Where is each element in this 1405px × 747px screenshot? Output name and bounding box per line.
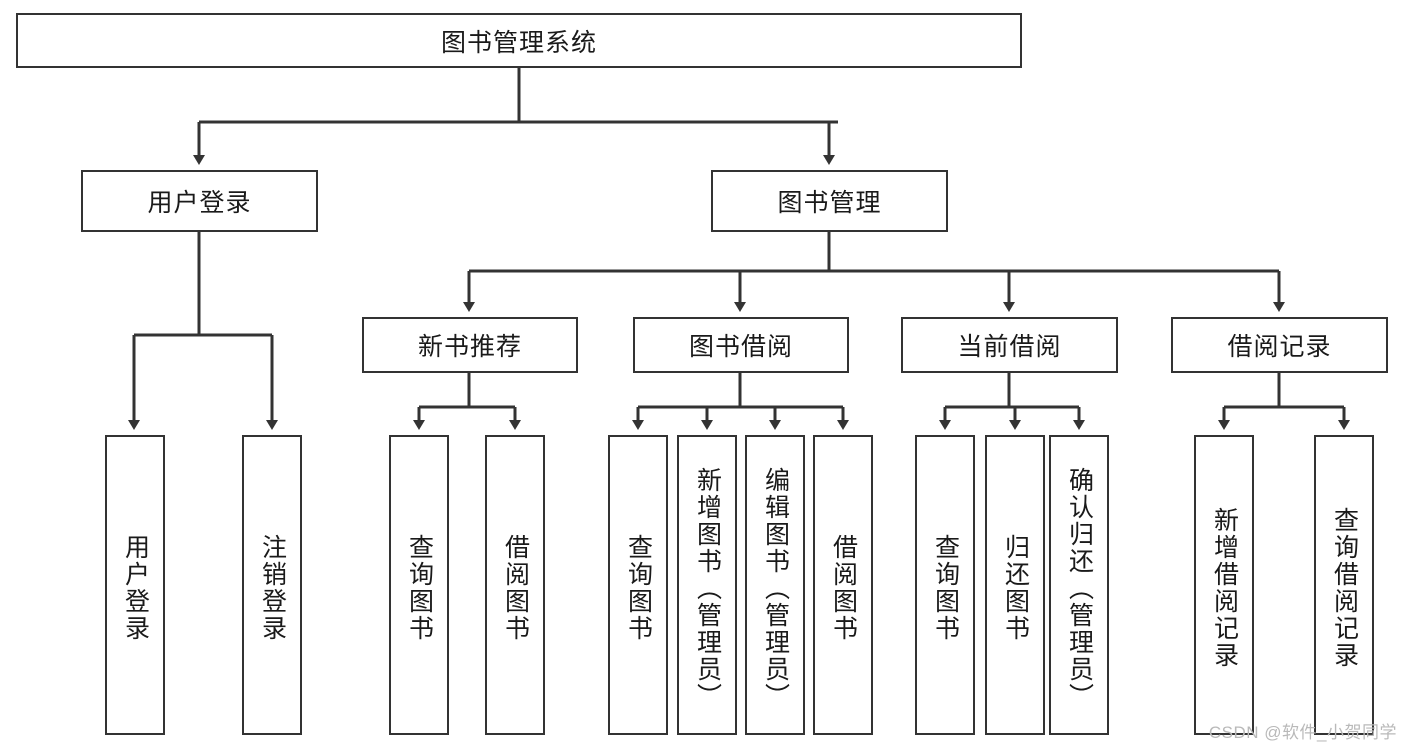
node-book-manage[interactable]: 图书管理 — [711, 170, 948, 232]
node-borrow-record[interactable]: 借阅记录 — [1171, 317, 1388, 373]
edge-group-book-manage — [463, 232, 1285, 312]
node-leaf-confirm-return-label: 确认归还（管理员） — [1065, 466, 1094, 710]
node-current-borrow-label: 当前借阅 — [957, 333, 1062, 361]
node-leaf-query-record[interactable]: 查询借阅记录 — [1314, 435, 1374, 735]
node-leaf-add-record-label: 新增借阅记录 — [1210, 507, 1239, 669]
edge-group-new-book-rec — [413, 373, 521, 430]
node-leaf-query-book-cur[interactable]: 查询图书 — [915, 435, 975, 735]
node-leaf-borrow-book-rec[interactable]: 借阅图书 — [485, 435, 545, 735]
node-leaf-user-logout[interactable]: 注销登录 — [242, 435, 302, 735]
edge-group-book-borrow — [632, 373, 849, 430]
node-leaf-borrow-book[interactable]: 借阅图书 — [813, 435, 873, 735]
node-leaf-query-record-label: 查询借阅记录 — [1330, 507, 1359, 669]
node-leaf-confirm-return[interactable]: 确认归还（管理员） — [1049, 435, 1109, 735]
edge-group-borrow-record — [1218, 373, 1350, 430]
edge-group-root — [193, 68, 838, 165]
csdn-watermark: CSDN @软件_小贺同学 — [1208, 723, 1397, 742]
node-book-manage-label: 图书管理 — [777, 189, 882, 217]
node-new-book-rec[interactable]: 新书推荐 — [362, 317, 578, 373]
edge-group-user-login — [128, 232, 278, 430]
node-book-borrow-label: 图书借阅 — [688, 333, 793, 361]
node-leaf-query-book-borrow[interactable]: 查询图书 — [608, 435, 668, 735]
node-leaf-query-book-rec-label: 查询图书 — [405, 534, 434, 642]
node-leaf-borrow-book-label: 借阅图书 — [829, 534, 858, 642]
node-user-login[interactable]: 用户登录 — [81, 170, 318, 232]
node-root-label: 图书管理系统 — [440, 28, 597, 57]
node-user-login-label: 用户登录 — [147, 189, 252, 217]
node-leaf-query-book-rec[interactable]: 查询图书 — [389, 435, 449, 735]
node-leaf-add-record[interactable]: 新增借阅记录 — [1194, 435, 1254, 735]
node-leaf-query-book-borrow-label: 查询图书 — [624, 534, 653, 642]
node-leaf-edit-book-label: 编辑图书（管理员） — [761, 466, 790, 710]
node-root[interactable]: 图书管理系统 — [16, 13, 1022, 68]
node-leaf-return-book[interactable]: 归还图书 — [985, 435, 1045, 735]
node-leaf-user-login-label: 用户登录 — [121, 534, 150, 642]
node-leaf-query-book-cur-label: 查询图书 — [931, 534, 960, 642]
node-leaf-return-book-label: 归还图书 — [1001, 534, 1030, 642]
node-borrow-record-label: 借阅记录 — [1227, 333, 1332, 361]
node-leaf-edit-book[interactable]: 编辑图书（管理员） — [745, 435, 805, 735]
node-leaf-add-book-label: 新增图书（管理员） — [693, 466, 722, 710]
node-leaf-user-logout-label: 注销登录 — [258, 534, 287, 642]
edge-group-current-borrow — [939, 373, 1085, 430]
node-book-borrow[interactable]: 图书借阅 — [633, 317, 849, 373]
node-leaf-user-login[interactable]: 用户登录 — [105, 435, 165, 735]
node-current-borrow[interactable]: 当前借阅 — [901, 317, 1118, 373]
node-leaf-borrow-book-rec-label: 借阅图书 — [501, 534, 530, 642]
node-leaf-add-book[interactable]: 新增图书（管理员） — [677, 435, 737, 735]
node-new-book-rec-label: 新书推荐 — [417, 333, 522, 361]
